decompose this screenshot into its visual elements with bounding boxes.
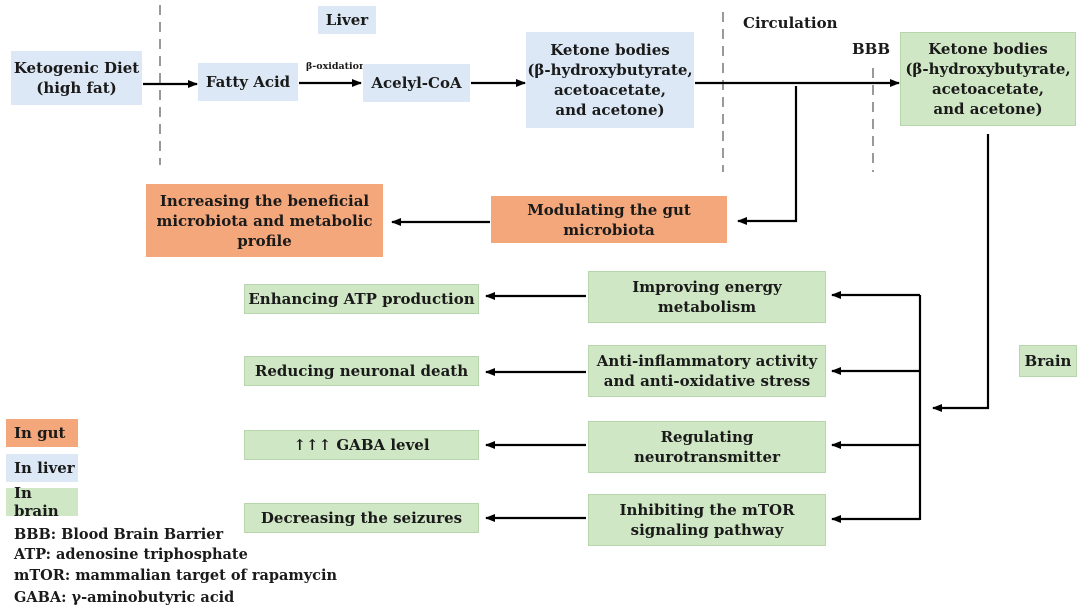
mechanism-regulating-neurotransmitter: Regulating neurotransmitter xyxy=(588,421,826,473)
outcome-decreasing-seizures: Decreasing the seizures xyxy=(244,503,479,533)
increasing-beneficial-microbiota-node: Increasing the beneficial microbiota and… xyxy=(146,184,383,257)
legend-in-liver: In liver xyxy=(6,454,78,482)
abbreviation-gaba: GABA: γ-aminobutyric acid xyxy=(14,589,235,606)
abbreviation-mtor: mTOR: mammalian target of rapamycin xyxy=(14,567,338,584)
fatty-acid-node: Fatty Acid xyxy=(198,63,298,101)
region-label-brain: Brain xyxy=(1019,345,1077,377)
abbreviation-atp: ATP: adenosine triphosphate xyxy=(14,546,248,563)
arrow-brain-ketones-to-bus xyxy=(932,134,990,412)
outcome-reducing-neuronal-death: Reducing neuronal death xyxy=(244,356,479,386)
abbreviation-bbb: BBB: Blood Brain Barrier xyxy=(14,526,224,543)
outcome-enhancing-atp: Enhancing ATP production xyxy=(244,284,479,314)
arrow-circulation-to-gut xyxy=(737,86,798,225)
ketogenic-diet-node: Ketogenic Diet (high fat) xyxy=(11,51,142,105)
region-label-circulation: Circulation xyxy=(743,14,838,32)
mechanism-anti-inflammatory: Anti-inflammatory activity and anti-oxid… xyxy=(588,345,826,397)
beta-oxidation-label: β-oxidation xyxy=(306,61,366,72)
modulating-gut-microbiota-node: Modulating the gut microbiota xyxy=(491,196,727,243)
region-label-liver: Liver xyxy=(318,6,376,34)
mechanism-inhibiting-mtor: Inhibiting the mTOR signaling pathway xyxy=(588,494,826,546)
ketone-bodies-brain-node: Ketone bodies (β-hydroxybutyrate, acetoa… xyxy=(900,32,1076,126)
legend-in-gut: In gut xyxy=(6,419,78,447)
mechanism-energy-metabolism: Improving energy metabolism xyxy=(588,271,826,323)
region-label-bbb: BBB xyxy=(852,40,891,58)
acetyl-coa-node: Acelyl-CoA xyxy=(363,64,470,102)
outcome-gaba-level: ↑↑↑ GABA level xyxy=(244,430,479,460)
legend-in-brain: In brain xyxy=(6,484,78,520)
ketone-bodies-liver-node: Ketone bodies (β-hydroxybutyrate, acetoa… xyxy=(526,32,694,128)
